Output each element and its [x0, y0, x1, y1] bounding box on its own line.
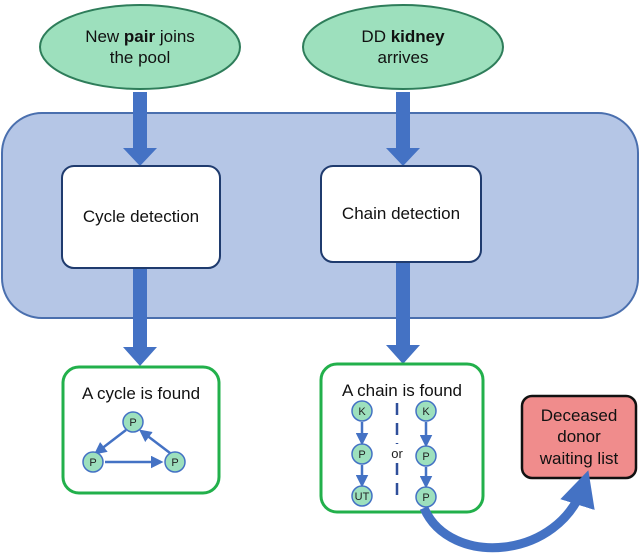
arrow-chain-to-found: [386, 262, 420, 364]
cycle-detection-label: Cycle detection: [82, 207, 200, 227]
chain-left-node-p: P: [351, 443, 373, 465]
chain-found-label: A chain is found: [341, 381, 463, 401]
arrow-pair-to-cycle: [123, 92, 157, 166]
svg-text:K: K: [358, 406, 366, 418]
dd-kidney-ellipse: [302, 4, 504, 90]
cycle-found-label: A cycle is found: [81, 384, 201, 404]
new-pair-ellipse: [39, 4, 241, 90]
chain-right-node-k: K: [415, 400, 437, 422]
svg-text:P: P: [89, 457, 96, 469]
cycle-detection-box: [61, 165, 221, 269]
svg-text:P: P: [358, 449, 365, 461]
chain-right-node-p: P: [415, 445, 437, 467]
chain-detection-box: [320, 165, 482, 263]
cycle-node-right: P: [164, 451, 186, 473]
chain-left-node-ut: UT: [351, 485, 373, 507]
svg-text:UT: UT: [355, 491, 370, 503]
chain-detection-label: Chain detection: [341, 204, 461, 224]
new-pair-label: New pair joins the pool: [85, 26, 195, 67]
svg-text:P: P: [422, 492, 429, 504]
deceased-donor-label: Deceased donor waiting list: [539, 406, 619, 468]
arrow-cycle-to-found: [123, 268, 157, 366]
svg-text:P: P: [422, 451, 429, 463]
cycle-edges: [94, 429, 171, 469]
svg-text:P: P: [171, 457, 178, 469]
arrow-chain-to-deceased: [419, 470, 595, 553]
flow-arrows: [123, 92, 420, 366]
cycle-node-left: P: [82, 451, 104, 473]
svg-text:K: K: [422, 406, 430, 418]
chain-left-node-k: K: [351, 400, 373, 422]
or-label-bg: [386, 444, 408, 462]
dd-kidney-label: DD kidney arrives: [361, 26, 445, 67]
cycle-node-top: P: [122, 411, 144, 433]
chain-right-node-p2: P: [415, 486, 437, 508]
arrow-kidney-to-chain: [386, 92, 420, 166]
svg-text:P: P: [129, 417, 136, 429]
or-label: or: [391, 446, 403, 461]
